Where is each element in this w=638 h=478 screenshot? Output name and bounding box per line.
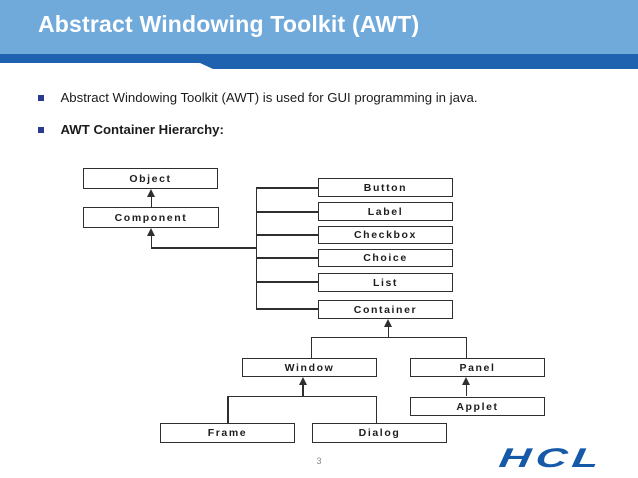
diagram-node-object: Object (83, 168, 218, 189)
diagram-node-panel: Panel (410, 358, 545, 377)
diagram-node-checkbox: Checkbox (318, 226, 453, 244)
connector-line (150, 192, 153, 208)
connector-line (311, 336, 467, 339)
page-number: 3 (316, 456, 322, 466)
bullet-square-icon (38, 95, 44, 101)
arrow-up-icon (146, 189, 155, 197)
bullet-text: AWT Container Hierarchy: (60, 122, 224, 137)
connector-line (256, 187, 318, 189)
diagram-node-container: Container (318, 300, 453, 319)
bullet-item: AWT Container Hierarchy: (38, 122, 608, 138)
connector-line (465, 381, 468, 396)
connector-line (302, 381, 304, 396)
connector-line (256, 234, 318, 236)
connector-line (310, 337, 313, 358)
connector-line (151, 247, 257, 249)
connector-line (256, 257, 318, 259)
connector-spine (255, 187, 258, 310)
diagram-node-choice: Choice (318, 249, 453, 267)
connector-line (387, 323, 390, 338)
connector-line (375, 396, 378, 423)
connector-line (256, 281, 318, 283)
slide-header: Abstract Windowing Toolkit (AWT) (0, 0, 638, 54)
page-title: Abstract Windowing Toolkit (AWT) (38, 11, 420, 37)
diagram-node-button: Button (318, 178, 453, 197)
diagram-node-window: Window (242, 358, 377, 377)
bullet-square-icon (38, 127, 44, 133)
connector-line (227, 396, 229, 423)
connector-line (465, 337, 468, 358)
arrow-up-icon (298, 377, 307, 385)
connector-line (150, 232, 153, 248)
connector-line (256, 211, 318, 213)
diagram-node-dialog: Dialog (312, 423, 447, 443)
arrow-up-icon (462, 377, 470, 385)
hcl-logo: HCL (497, 443, 606, 473)
arrow-up-icon (146, 228, 155, 236)
diagram-node-component: Component (83, 207, 219, 228)
diagram-node-applet: Applet (410, 397, 545, 416)
diagram-node-frame: Frame (160, 423, 295, 443)
arrow-up-icon (383, 319, 392, 327)
connector-line (228, 395, 377, 398)
diagram-node-list: List (318, 273, 453, 292)
bullet-item: Abstract Windowing Toolkit (AWT) is used… (38, 90, 608, 106)
connector-line (256, 308, 318, 310)
bullet-text: Abstract Windowing Toolkit (AWT) is used… (60, 90, 478, 105)
diagram-node-label: Label (318, 202, 453, 221)
